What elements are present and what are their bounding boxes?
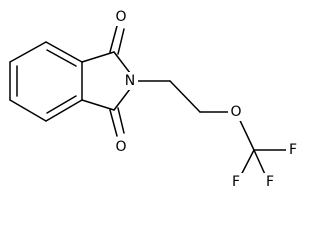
bond-co-top-a [109,25,118,53]
atom-labels: O N O O F F F [113,8,300,191]
nitrogen-label: N [122,72,138,90]
bond-ch2-ch2 [169,80,201,113]
bond-ring-inner-2 [46,95,77,114]
fluorine-bottom-right: F [266,174,274,190]
ether-oxygen-label: O [228,103,244,121]
bond-ring-inner-1 [46,49,77,67]
oxygen-bottom-label: O [113,138,129,156]
oxygen-top: O [115,9,126,25]
bonds [9,25,293,182]
bond-co-top-b [117,28,125,55]
bond-carbonyl-top-n [113,51,131,74]
fluorine-bottom-left-label: F [229,173,243,191]
chemical-structure-diagram: O N O O F F F [9,8,300,191]
fluorine-right: F [289,142,297,158]
ether-oxygen: O [230,104,241,120]
fluorine-bottom-left: F [232,174,240,190]
bond-c-carbonyl-top [81,51,115,63]
oxygen-bottom: O [115,139,126,155]
bond-ring-4 [9,99,47,122]
bond-ring-3 [45,99,83,122]
bond-co-bottom-a [109,109,118,137]
bond-c-carbonyl-bottom [81,99,115,111]
bond-ring-6 [9,41,47,63]
fluorine-bottom-right-label: F [263,173,277,191]
oxygen-top-label: O [113,8,129,26]
bond-carbonyl-bottom-n [113,88,131,111]
bond-co-bottom-b [117,107,125,134]
bond-ring-1 [45,41,83,63]
nitrogen: N [125,73,135,89]
fluorine-right-label: F [286,141,300,159]
